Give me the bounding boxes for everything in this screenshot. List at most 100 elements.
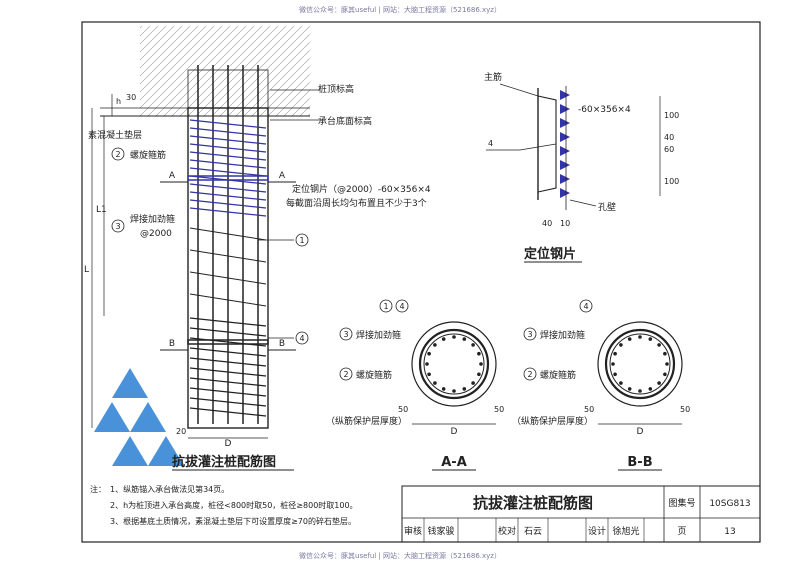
mark-1-circle — [295, 233, 309, 247]
mark-1-text: 1 — [299, 236, 304, 245]
section-a-label-right: A — [279, 171, 286, 181]
aa-dim-D: D — [451, 427, 458, 437]
section-b-label-left: B — [169, 339, 175, 349]
bb-welded-hoop: 焊接加劲箍 — [540, 329, 585, 341]
tb-design-label: 设计 — [588, 525, 606, 537]
dim-h-label: h — [116, 97, 121, 106]
tb-drawing-title: 抗拔灌注桩配筋图 — [473, 494, 593, 512]
section-a-label-left: A — [169, 171, 176, 181]
aa-mark-2 — [339, 367, 353, 381]
pile-top-elev-label: 桩顶标高 — [318, 83, 354, 95]
cap-hatch-area — [140, 26, 310, 116]
bb-spiral-stirrup: 螺旋箍筋 — [540, 369, 576, 381]
bb-stirrup-circle — [604, 328, 676, 400]
main-bar-dot — [627, 387, 632, 391]
aa-main-bars — [425, 335, 483, 393]
lean-concrete-label: 素混凝土垫层 — [88, 129, 142, 141]
bb-dim-D: D — [637, 427, 644, 437]
main-bar-dot — [425, 362, 429, 366]
plate-detail-title: 定位钢片 — [523, 246, 576, 262]
hole-wall-label: 孔壁 — [598, 201, 616, 213]
main-bar-dot — [441, 387, 446, 391]
main-bar-dot — [665, 362, 669, 366]
tb-page-label: 页 — [677, 526, 686, 537]
tb-page-no: 13 — [724, 527, 735, 537]
dim-D-label: D — [225, 439, 232, 449]
spiral-stirrups-bottom — [189, 317, 267, 417]
plate-bend — [519, 143, 557, 151]
main-bar-dot — [452, 335, 456, 339]
plate-dim-4: 4 — [488, 139, 493, 148]
bb-cover: （纵筋保护层厚度） — [512, 415, 593, 427]
mark-2-text: 2 — [115, 150, 120, 159]
aa-title: A-A — [441, 455, 467, 470]
main-bar-dot — [638, 335, 642, 339]
main-bar-dot — [479, 362, 483, 366]
bb-main-bars — [611, 335, 669, 393]
tb-design-name: 徐旭光 — [612, 525, 639, 537]
hole-wall-hatch — [560, 90, 570, 198]
aa-mark-3-text: 3 — [343, 330, 348, 339]
bb-mark-4-text: 4 — [583, 302, 588, 311]
pile-diagram-title: 抗拔灌注桩配筋图 — [172, 454, 276, 470]
dim-L1-label: L1 — [96, 205, 107, 215]
aa-mark-4-text: 4 — [399, 302, 404, 311]
bb-mark-3 — [523, 327, 537, 341]
bb-title: B-B — [627, 455, 652, 470]
spiral-stirrups-middle — [189, 227, 267, 307]
note-2: 2、h为桩顶进入承台高度，桩径<800时取50，桩径≥800时取100。 — [110, 500, 358, 510]
plate-dim-100b: 100 — [664, 177, 679, 186]
main-bar-dot — [613, 372, 617, 377]
plate-size-label: -60×356×4 — [578, 105, 631, 115]
aa-hoop-circle — [423, 333, 485, 395]
welded-hoop-2 — [187, 339, 269, 345]
title-block: 抗拔灌注桩配筋图 图集号 10SG813 审核 钱家骏 校对 石云 设计 徐旭光… — [401, 485, 761, 543]
logo-triangles — [94, 368, 184, 466]
spiral-stirrups-top — [189, 119, 267, 217]
aa-cover: （纵筋保护层厚度） — [326, 415, 407, 427]
main-bar-dot — [657, 343, 661, 347]
main-bar-dot — [441, 337, 446, 341]
aa-welded-hoop: 焊接加劲箍 — [356, 329, 401, 341]
aa-mark-1 — [379, 299, 393, 313]
locating-plate-note: 每截面沿周长均匀布置且不少于3个 — [286, 197, 427, 209]
spiral-stirrup-label: 螺旋箍筋 — [130, 149, 166, 161]
main-bar-dot — [627, 337, 632, 341]
main-bar-dot — [462, 387, 467, 391]
main-bar-dot — [663, 351, 667, 356]
tb-atlas-no: 10SG813 — [709, 499, 750, 509]
aa-mark-1-text: 1 — [383, 302, 388, 311]
locating-plate-detail: 主筋 4 -60×356×4 100 40 60 100 40 10 孔壁 定位… — [484, 71, 679, 263]
bb-mark-2-text: 2 — [527, 370, 532, 379]
aa-dim-50r: 50 — [494, 405, 504, 414]
tb-review-name: 钱家骏 — [427, 525, 454, 537]
aa-mark-4 — [395, 299, 409, 313]
welded-hoop-label: 焊接加劲箍 — [130, 213, 175, 225]
plate-dim-10w: 10 — [560, 219, 570, 228]
note-3: 3、根据基底土质情况，素混凝土垫层下可设置厚度≥70的碎石垫层。 — [110, 516, 356, 526]
bb-outer-circle — [597, 321, 683, 407]
bb-hoop-circle — [609, 333, 671, 395]
main-bar-dot — [452, 389, 456, 393]
main-bar-dot — [648, 337, 653, 341]
bb-mark-4 — [579, 299, 593, 313]
note-1: 1、纵筋锚入承台做法见第34页。 — [110, 484, 229, 494]
aa-stirrup-circle — [418, 328, 490, 400]
plate-dim-100a: 100 — [664, 111, 679, 120]
mark-3-text: 3 — [115, 222, 120, 231]
tb-check-name: 石云 — [524, 527, 542, 537]
hole-wall-leader — [569, 199, 597, 207]
main-bar-dot — [477, 372, 481, 377]
pile-elevation: 桩顶标高 承台底面标高 A A — [84, 26, 431, 471]
aa-mark-2-text: 2 — [343, 370, 348, 379]
plate-dim-40w: 40 — [542, 219, 552, 228]
mark-4-text: 4 — [299, 334, 304, 343]
main-bar-dot — [433, 343, 437, 347]
bb-dim-50l: 50 — [584, 405, 594, 414]
main-bar-dot — [433, 381, 437, 385]
aa-mark-3 — [339, 327, 353, 341]
section-bb: 4 3 焊接加劲箍 2 螺旋箍筋 50 50 （纵筋保护层厚度） D B-B — [512, 299, 690, 471]
mark-3-circle — [111, 219, 125, 233]
main-bar-dot — [613, 351, 617, 356]
